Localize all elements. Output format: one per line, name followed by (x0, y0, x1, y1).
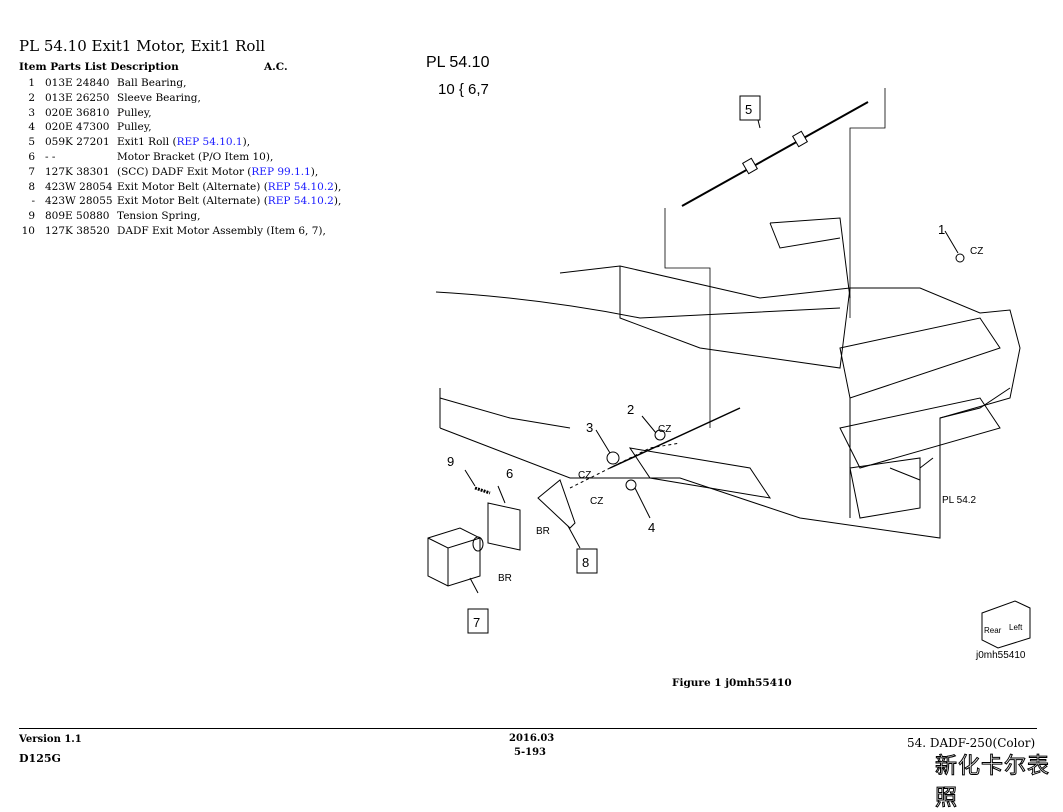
description-tail: ), (333, 180, 342, 193)
header-desc: Description (110, 61, 179, 73)
diagram-group-label: 10 { 6,7 (438, 81, 489, 98)
footer-model: D125G (19, 752, 61, 765)
description-text: (SCC) DADF Exit Motor ( (117, 165, 252, 178)
item-number: 1 (28, 77, 35, 89)
description-text: Sleeve Bearing, (117, 91, 201, 104)
rep-link[interactable]: REP 54.10.2 (267, 180, 334, 193)
part-description: Sleeve Bearing, (117, 92, 201, 104)
part-description: Exit1 Roll (REP 54.10.1), (117, 136, 250, 148)
callout-5: 5 (745, 102, 752, 117)
footer-section: 54. DADF-250(Color) (907, 736, 1036, 750)
part-description: Tension Spring, (117, 210, 200, 222)
item-number: - (31, 195, 35, 208)
footer-date: 2016.03 (509, 733, 555, 744)
description-tail: ), (333, 195, 342, 208)
cz-label: CZ (590, 496, 603, 507)
part-number: 013E 24840 (45, 77, 110, 89)
footer-page: 5-193 (514, 747, 546, 758)
item-number: 4 (28, 121, 35, 134)
diagram-code: j0mh55410 (975, 650, 1026, 661)
part-number: 423W 28055 (45, 195, 113, 208)
description-text: Tension Spring, (117, 210, 201, 223)
exploded-parts-diagram: PL 54.10 10 { 6,7 5 1 2 3 4 6 9 8 7 CZ C… (426, 54, 1031, 661)
description-text: Pulley, (117, 121, 152, 134)
part-description: Motor Bracket (P/O Item 10), (117, 151, 273, 163)
part-description: Pulley, (117, 121, 152, 133)
description-text: Exit Motor Belt (Alternate) ( (117, 195, 268, 208)
rep-link[interactable]: REP 99.1.1 (251, 165, 311, 178)
part-description: (SCC) DADF Exit Motor (REP 99.1.1), (117, 166, 318, 178)
description-text: Pulley, (117, 106, 152, 119)
callout-2: 2 (627, 402, 634, 417)
pl-54-2-label: PL 54.2 (942, 495, 977, 506)
left-label: Left (1009, 623, 1023, 632)
part-number: 013E 26250 (45, 91, 110, 104)
page-title: PL 54.10 Exit1 Motor, Exit1 Roll (19, 37, 266, 55)
rep-link[interactable]: REP 54.10.1 (176, 136, 243, 149)
description-text: Exit1 Roll ( (117, 136, 177, 149)
header-parts: Parts List (50, 61, 107, 73)
cz-label: CZ (658, 424, 671, 435)
description-text: Ball Bearing, (117, 77, 187, 89)
part-number: 423W 28054 (45, 180, 113, 193)
cz-label: CZ (970, 246, 983, 257)
description-tail: ), (242, 136, 251, 149)
part-number: 127K 38301 (45, 165, 110, 178)
item-number: 5 (28, 136, 35, 149)
callout-4: 4 (648, 520, 655, 535)
rep-link[interactable]: REP 54.10.2 (267, 195, 334, 208)
callout-1: 1 (938, 222, 945, 237)
description-text: Exit Motor Belt (Alternate) ( (117, 180, 268, 193)
figure-caption: Figure 1 j0mh55410 (672, 677, 792, 689)
part-number: 809E 50880 (45, 210, 110, 223)
callout-7: 7 (473, 615, 480, 630)
item-number: 2 (28, 91, 35, 104)
br-label: BR (498, 573, 512, 584)
part-description: Pulley, (117, 107, 152, 119)
header-item: Item (19, 61, 47, 73)
item-number: 6 (28, 150, 35, 163)
part-number: 020E 47300 (45, 121, 110, 134)
part-description: DADF Exit Motor Assembly (Item 6, 7), (117, 225, 326, 237)
part-description: Ball Bearing, (117, 77, 186, 89)
item-number: 9 (28, 210, 35, 223)
part-number: 127K 38520 (45, 224, 110, 237)
br-label: BR (536, 526, 550, 537)
description-tail: ), (310, 165, 319, 178)
header-ac: A.C. (264, 61, 288, 73)
cz-label: CZ (578, 470, 591, 481)
item-number: 3 (28, 106, 35, 119)
part-number: - - (45, 150, 56, 163)
part-description: Exit Motor Belt (Alternate) (REP 54.10.2… (117, 195, 341, 207)
callout-9: 9 (447, 454, 454, 469)
footer-version: Version 1.1 (19, 734, 82, 745)
item-number: 8 (28, 180, 35, 193)
part-description: Exit Motor Belt (Alternate) (REP 54.10.2… (117, 181, 341, 193)
callout-3: 3 (586, 420, 593, 435)
callout-8: 8 (582, 555, 589, 570)
item-number: 7 (28, 165, 35, 178)
part-number: 020E 36810 (45, 106, 110, 119)
item-number: 10 (21, 224, 35, 237)
footer-divider (19, 728, 1037, 729)
description-text: Motor Bracket (P/O Item 10), (117, 150, 274, 163)
watermark: 新化卡尔表照 (935, 754, 1051, 812)
diagram-pl-label: PL 54.10 (426, 54, 490, 71)
rear-label: Rear (984, 626, 1002, 635)
description-text: DADF Exit Motor Assembly (Item 6, 7), (117, 224, 326, 237)
callout-6: 6 (506, 466, 513, 481)
part-number: 059K 27201 (45, 136, 110, 149)
parts-table-header: Item Parts List Description A.C. (19, 61, 288, 73)
